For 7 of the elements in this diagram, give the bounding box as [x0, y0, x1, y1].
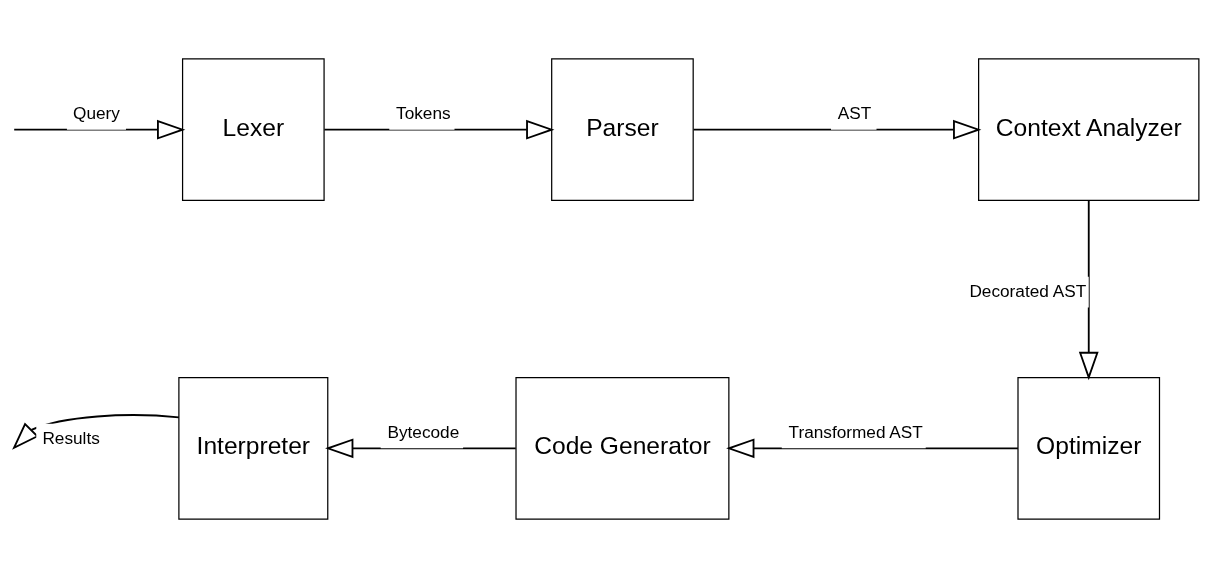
- edge-label: Decorated AST: [969, 280, 1087, 301]
- edge-label: Transformed AST: [788, 421, 923, 442]
- edge-label: Bytecode: [387, 421, 460, 442]
- edge-label: Tokens: [396, 102, 451, 123]
- edge-label: Query: [73, 102, 120, 123]
- edge-label: AST: [837, 102, 872, 123]
- edge-label: Results: [42, 427, 100, 448]
